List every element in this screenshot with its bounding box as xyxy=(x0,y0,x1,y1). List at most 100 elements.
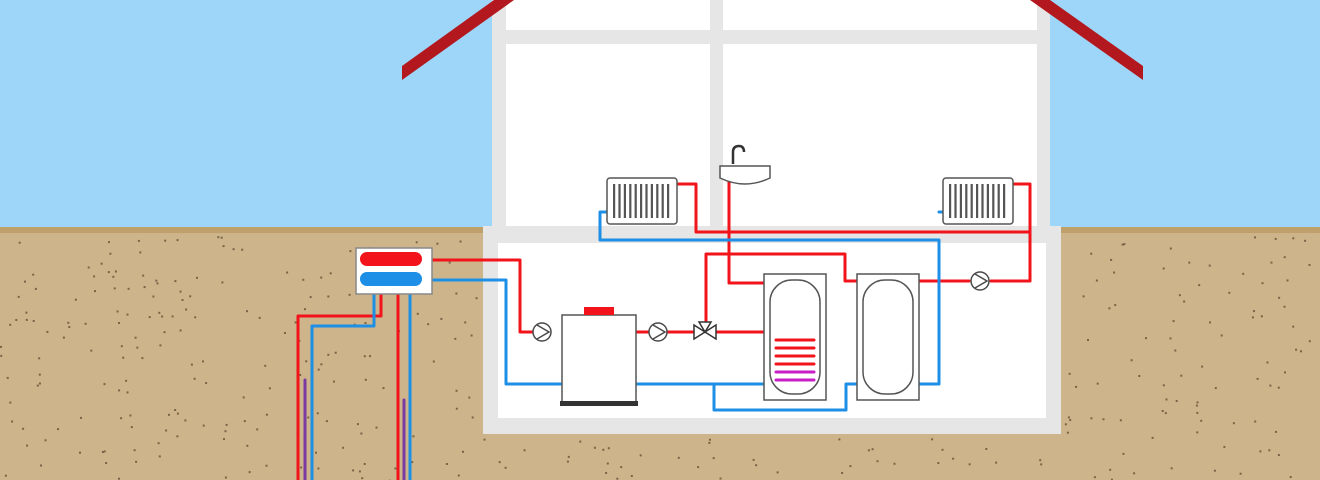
three-way-valve xyxy=(693,321,717,341)
soil-speck xyxy=(606,462,609,465)
soil-speck xyxy=(1196,431,1199,434)
soil-speck xyxy=(1175,400,1178,402)
soil-speck xyxy=(317,368,320,371)
soil-speck xyxy=(1133,472,1136,475)
soil-speck xyxy=(838,438,841,441)
soil-speck xyxy=(94,290,96,293)
radiator-fin xyxy=(997,184,1000,218)
soil-speck xyxy=(0,354,3,357)
soil-speck xyxy=(268,387,271,390)
soil-speck xyxy=(130,426,133,429)
soil-speck xyxy=(416,312,419,315)
soil-speck xyxy=(448,261,451,264)
soil-speck xyxy=(1082,295,1085,298)
soil-speck xyxy=(1183,300,1186,303)
soil-speck xyxy=(1220,334,1223,337)
soil-speck xyxy=(1090,417,1093,420)
soil-speck xyxy=(222,245,225,248)
soil-speck xyxy=(1304,239,1307,242)
soil-speck xyxy=(100,262,103,265)
circulation-pump-primary xyxy=(648,322,668,342)
soil-speck xyxy=(776,471,779,474)
soil-speck xyxy=(174,409,177,411)
soil-speck xyxy=(176,435,179,438)
soil-speck xyxy=(333,380,335,383)
soil-speck xyxy=(155,279,158,282)
soil-speck xyxy=(893,462,896,465)
buffer-tank xyxy=(856,273,920,401)
soil-speck xyxy=(470,334,473,337)
soil-speck xyxy=(171,315,174,318)
soil-speck xyxy=(1253,310,1255,313)
soil-speck xyxy=(224,430,227,433)
soil-speck xyxy=(1283,305,1286,308)
soil-speck xyxy=(176,239,179,242)
tank-link-pipe xyxy=(712,382,862,412)
heating-flow-main xyxy=(674,182,1032,234)
soil-speck xyxy=(325,420,328,423)
soil-speck xyxy=(133,449,136,452)
soil-speck xyxy=(232,248,235,251)
soil-speck xyxy=(264,364,267,367)
soil-speck xyxy=(1223,445,1226,448)
soil-speck xyxy=(1130,359,1133,362)
soil-speck xyxy=(163,331,166,334)
soil-speck xyxy=(937,462,940,464)
soil-speck xyxy=(1178,294,1181,297)
soil-speck xyxy=(349,250,352,253)
soil-speck xyxy=(871,448,874,451)
soil-speck xyxy=(432,360,435,363)
soil-speck xyxy=(9,323,12,326)
soil-speck xyxy=(327,295,330,298)
soil-speck xyxy=(57,428,59,431)
soil-speck xyxy=(190,363,193,366)
soil-speck xyxy=(158,311,161,314)
soil-speck xyxy=(284,332,286,334)
soil-speck xyxy=(841,472,844,474)
soil-speck xyxy=(127,287,130,290)
soil-speck xyxy=(455,292,458,295)
soil-speck xyxy=(712,457,715,460)
soil-speck xyxy=(1138,375,1141,377)
soil-speck xyxy=(1208,264,1211,267)
soil-speck xyxy=(307,416,310,419)
soil-speck xyxy=(305,360,308,363)
soil-speck xyxy=(165,429,168,432)
soil-speck xyxy=(709,438,711,441)
soil-speck xyxy=(248,471,251,474)
soil-speck xyxy=(40,464,42,467)
soil-speck xyxy=(1232,422,1235,425)
soil-speck xyxy=(876,460,879,463)
soil-speck xyxy=(1200,419,1203,422)
soil-speck xyxy=(193,377,196,380)
soil-speck xyxy=(221,281,224,284)
soil-speck xyxy=(1196,401,1199,404)
soil-speck xyxy=(867,449,870,452)
soil-speck xyxy=(103,383,106,386)
soil-speck xyxy=(181,299,184,301)
soil-speck xyxy=(455,407,458,410)
soil-speck xyxy=(90,349,93,352)
soil-speck xyxy=(1278,296,1281,299)
roof-right xyxy=(1030,0,1143,80)
soil-speck xyxy=(25,318,28,321)
radiator-fin xyxy=(949,184,952,218)
soil-speck xyxy=(1095,279,1098,282)
soil-speck xyxy=(941,448,944,451)
radiator-fin xyxy=(959,184,962,218)
soil-speck xyxy=(316,412,319,415)
soil-speck xyxy=(468,396,471,399)
soil-speck xyxy=(223,438,225,441)
soil-speck xyxy=(152,295,155,298)
soil-speck xyxy=(184,419,187,422)
soil-speck xyxy=(202,360,204,363)
source-return-pipe xyxy=(418,278,564,386)
soil-speck xyxy=(363,463,366,465)
soil-speck xyxy=(189,295,192,298)
soil-speck xyxy=(1251,316,1254,319)
soil-speck xyxy=(1180,374,1183,377)
manifold-cold-header xyxy=(360,272,422,286)
soil-speck xyxy=(134,336,137,339)
soil-speck xyxy=(6,376,9,379)
soil-speck xyxy=(566,460,569,463)
